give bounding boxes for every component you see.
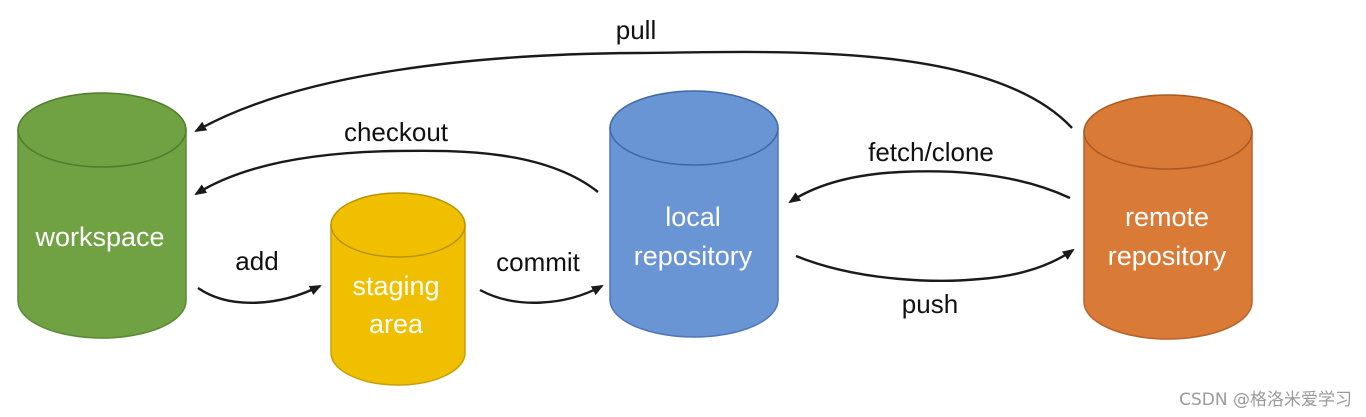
checkout-arrow [194,149,599,196]
staging-label-line2: area [369,309,424,339]
push-label: push [902,289,958,319]
workspace-label: workspace [34,222,164,252]
add-label: add [235,246,278,276]
pull-label: pull [616,15,656,45]
remote-cylinder-body [1083,131,1253,340]
commit-arrow [479,284,604,304]
workspace-cylinder-body [17,129,187,339]
fetch-clone-arrow [788,170,1071,204]
staging-cylinder-body [330,224,466,386]
csdn-watermark: CSDN @格洛米爱学习 [1179,390,1352,410]
local-repository-cylinder: local repository [609,90,779,338]
remote-label-line1: remote [1125,202,1209,232]
pull-arrow [194,50,1073,133]
local-cylinder-body [609,127,779,338]
remote-label-line2: repository [1108,241,1227,271]
workspace-cylinder-top [17,92,187,168]
workspace-cylinder: workspace [17,92,187,339]
local-cylinder-top [609,90,779,166]
local-label-line2: repository [634,241,753,271]
remote-cylinder-top [1083,94,1253,170]
commit-label: commit [496,247,581,277]
fetch-clone-label: fetch/clone [868,137,994,167]
add-arrow [197,284,322,304]
local-label-line1: local [665,202,721,232]
staging-area-cylinder: staging area [330,192,466,386]
staging-label-line1: staging [352,271,439,301]
staging-cylinder-top [330,192,466,258]
push-arrow [795,248,1075,282]
checkout-label: checkout [344,117,449,147]
remote-repository-cylinder: remote repository [1083,94,1253,340]
